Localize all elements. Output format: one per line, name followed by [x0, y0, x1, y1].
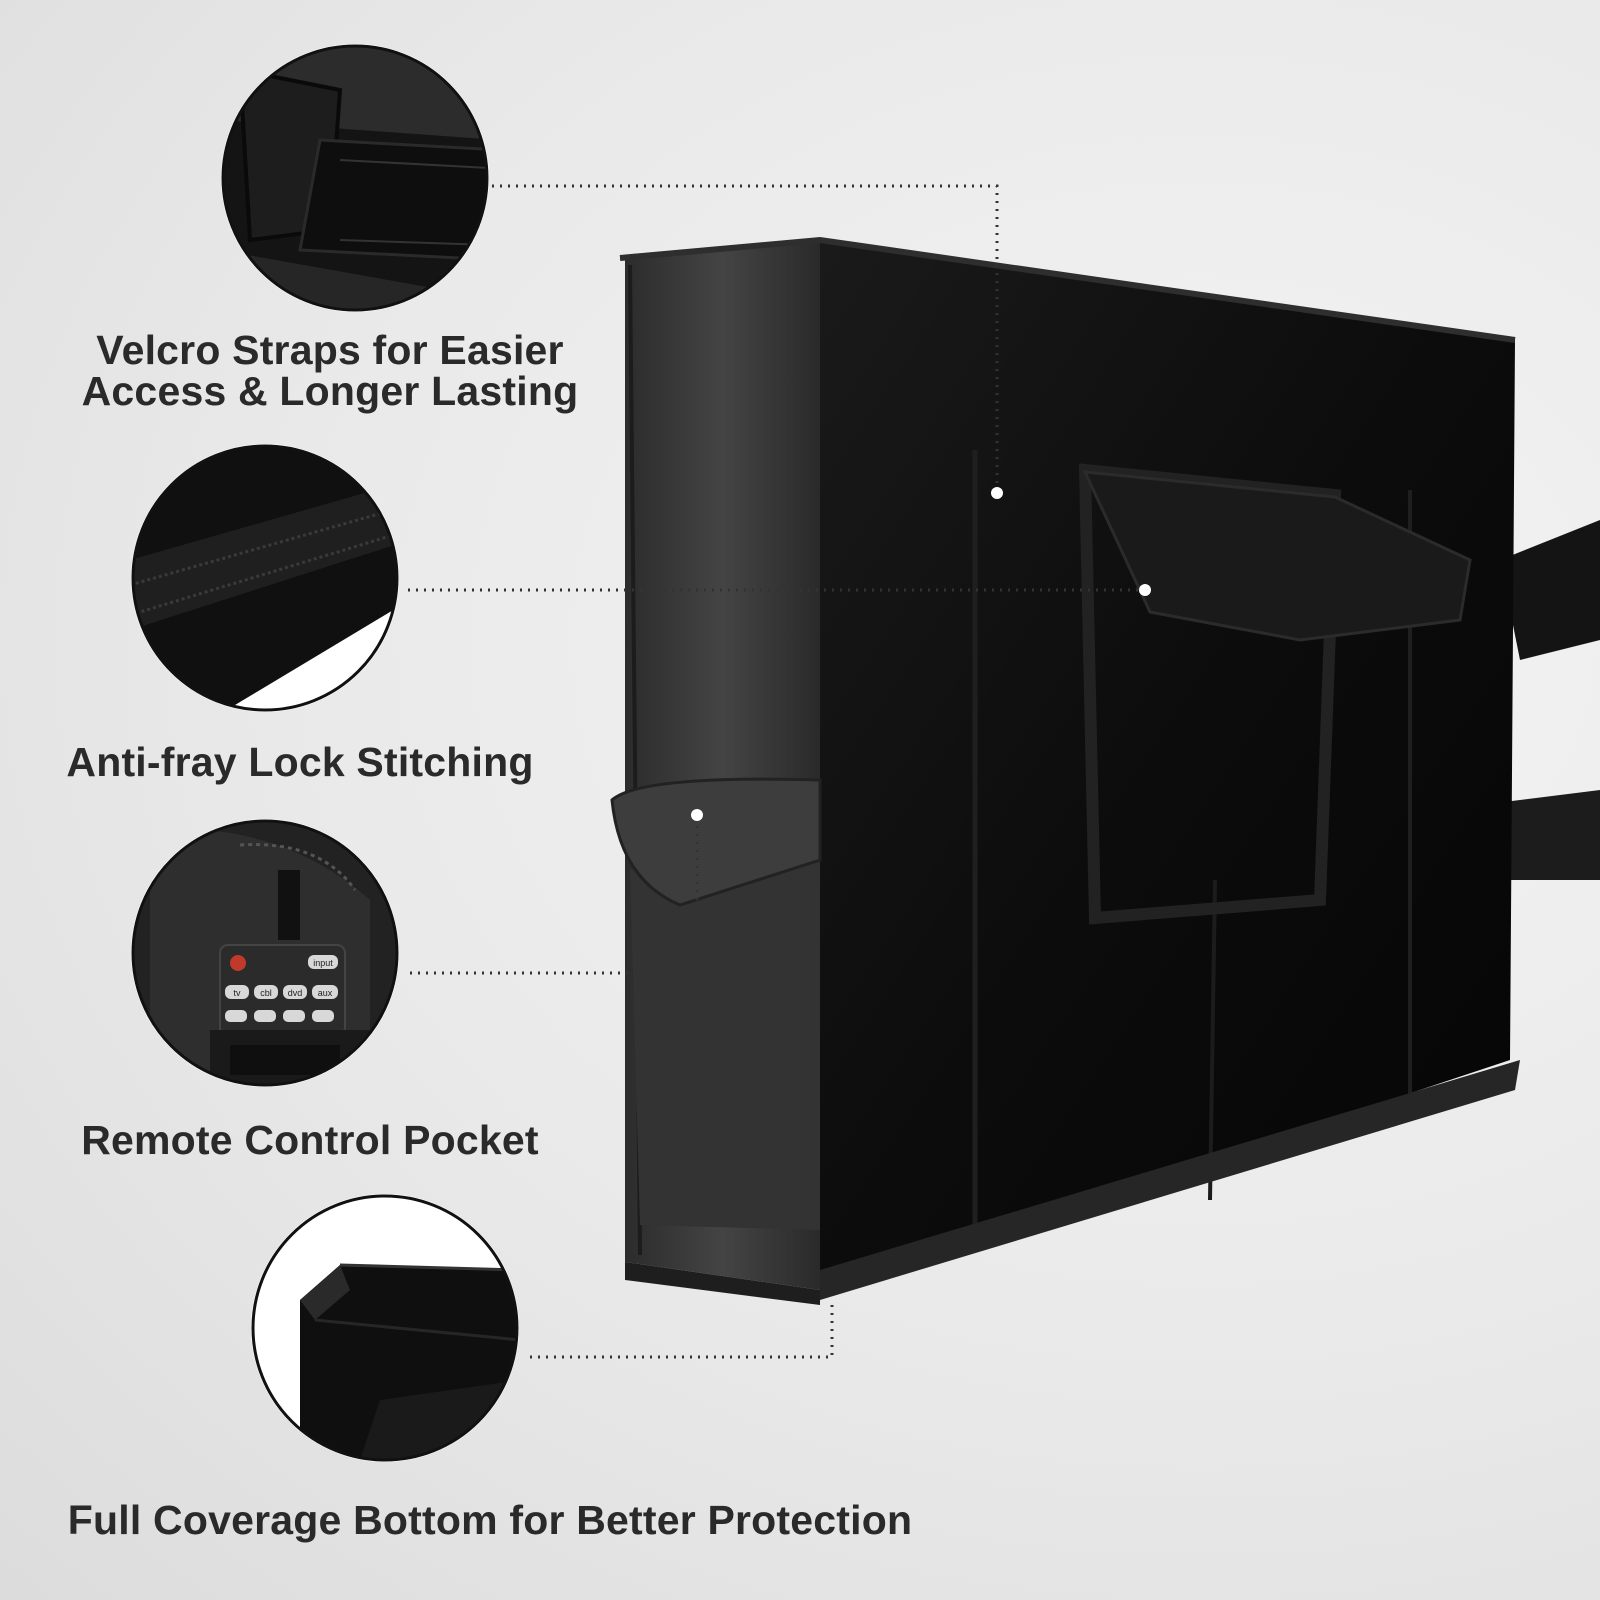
remote-pocket-flap [610, 777, 822, 907]
callout-dot-remote [691, 809, 703, 821]
detail-circle-bottom [251, 1194, 519, 1462]
cover-bottom-lip [820, 1060, 1520, 1300]
power-button-icon [230, 955, 246, 971]
caption-anti-fray-stitching: Anti-fray Lock Stitching [66, 739, 534, 785]
tv-cover [610, 236, 1600, 1305]
callout-dot-velcro [991, 487, 1003, 499]
detail-circle-stitching [131, 444, 399, 712]
remote-pocket [630, 840, 820, 1230]
callout-dot-antifray [1139, 584, 1151, 596]
leader-line-bottom [530, 1300, 834, 1359]
remote-label-cbl: cbl [260, 988, 272, 998]
remote-label-input: input [313, 958, 333, 968]
caption-full-coverage-bottom: Full Coverage Bottom for Better Protecti… [67, 1497, 913, 1543]
remote-label-tv: tv [233, 988, 241, 998]
caption-velcro-line-1: Velcro Straps for Easier [96, 327, 564, 373]
leader-line-remote [410, 815, 699, 975]
leader-lines [408, 184, 1145, 1359]
detail-circle-remote: input tv cbl dvd aux [131, 819, 399, 1087]
remote-label-dvd: dvd [288, 988, 303, 998]
caption-velcro-line-2: Access & Longer Lasting [81, 368, 579, 414]
caption-remote-pocket: Remote Control Pocket [81, 1117, 539, 1163]
detail-circle-velcro [221, 44, 489, 312]
remote-label-aux: aux [318, 988, 333, 998]
mount-opening-frame [1078, 463, 1342, 925]
leader-line-velcro [492, 184, 999, 493]
mount-flap [1082, 470, 1472, 642]
caption-velcro-straps: Velcro Straps for Easier Access & Longer… [40, 330, 620, 412]
